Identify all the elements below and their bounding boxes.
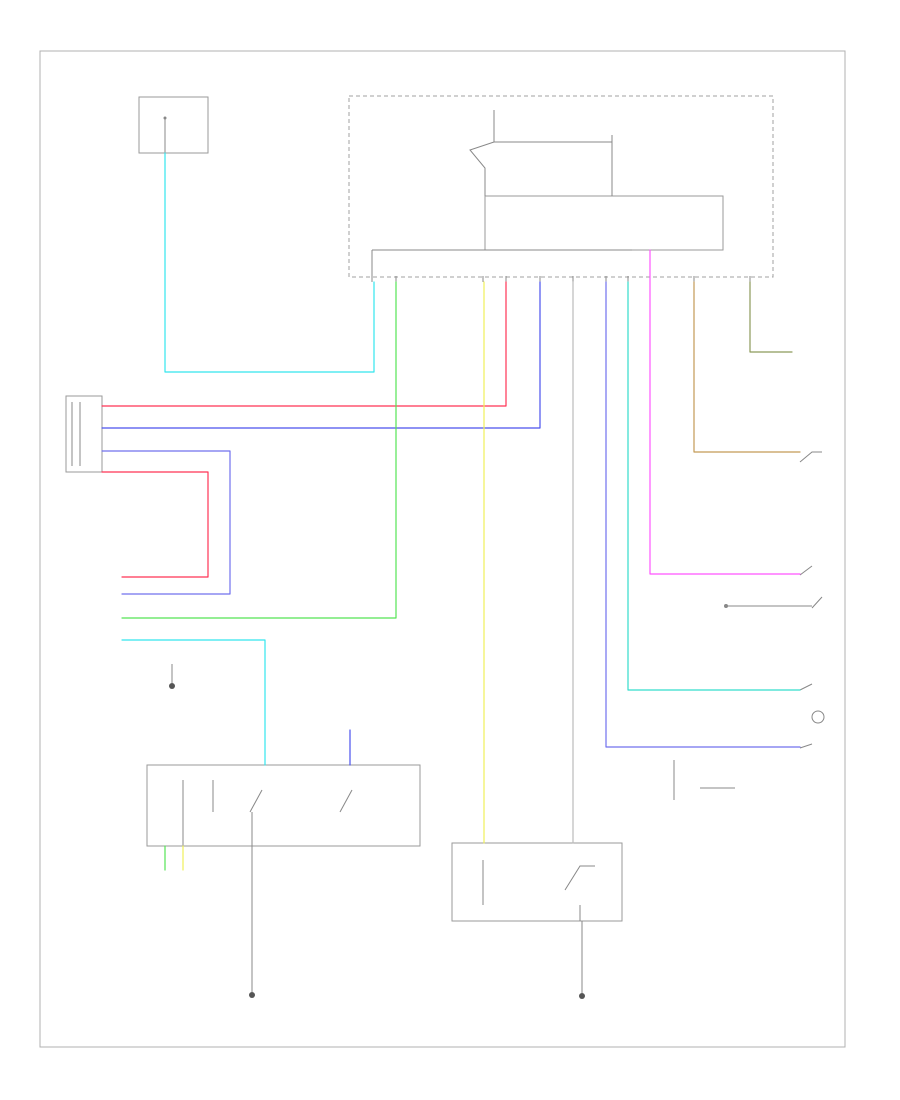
connector-row bbox=[371, 276, 751, 282]
ground-symbols bbox=[169, 664, 585, 999]
wire-red-loop bbox=[101, 471, 209, 578]
left-component bbox=[65, 395, 103, 473]
ground-icon bbox=[169, 683, 175, 689]
wire-red bbox=[101, 281, 507, 407]
wire-teal bbox=[627, 281, 801, 691]
ground-icon bbox=[249, 992, 255, 998]
wire-magenta bbox=[649, 249, 801, 575]
wires bbox=[101, 152, 801, 871]
ground-icon bbox=[579, 993, 585, 999]
right-switches bbox=[673, 451, 825, 800]
fuse-box-left bbox=[138, 96, 209, 154]
switch-assembly bbox=[146, 764, 421, 847]
diagram-frame bbox=[39, 50, 846, 1048]
wire-cyan bbox=[164, 152, 375, 373]
control-unit bbox=[348, 95, 774, 278]
lamp-icon bbox=[811, 710, 825, 724]
wire-blue bbox=[101, 281, 541, 429]
wire-green bbox=[121, 281, 397, 619]
wire-purple bbox=[605, 281, 801, 748]
wire-cyan-2 bbox=[121, 639, 266, 766]
wire-purple-loop bbox=[101, 450, 231, 595]
wire-tan bbox=[693, 281, 801, 453]
wire-olive bbox=[749, 281, 793, 353]
motor-assembly bbox=[451, 842, 623, 922]
